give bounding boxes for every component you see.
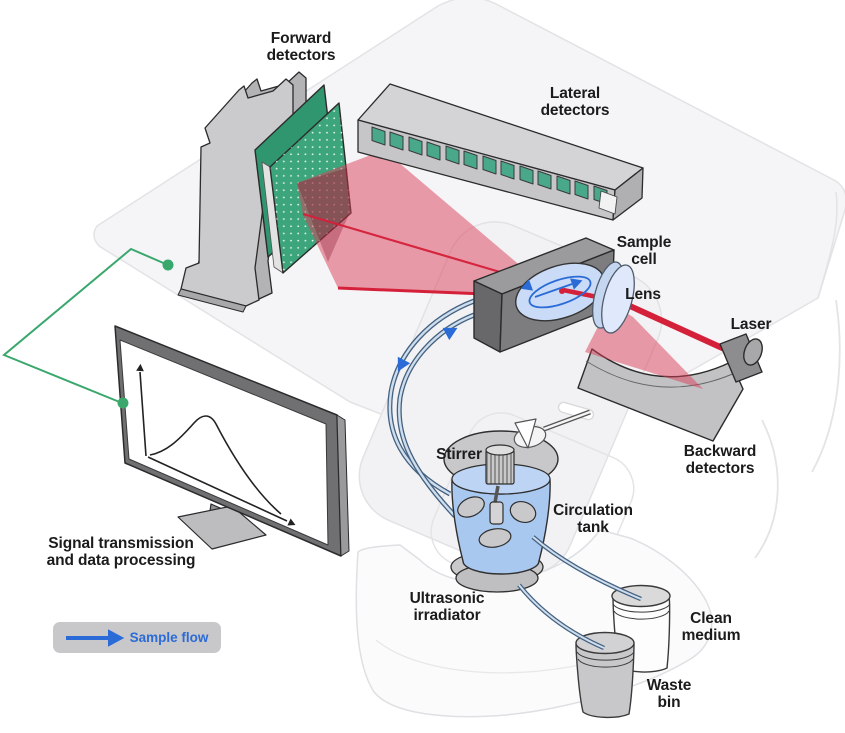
waste-bin-canister xyxy=(575,631,635,719)
laser-body xyxy=(719,333,763,383)
label-forward-detectors: Forward detectors xyxy=(266,30,336,65)
legend-label-sample-flow: Sample flow xyxy=(129,630,209,645)
lateral-detectors-assembly xyxy=(357,83,644,221)
circulation-tank-assembly xyxy=(443,409,591,593)
spoon-handle-highlight xyxy=(543,410,591,431)
wedge-saddle-edge xyxy=(585,360,738,388)
propeller-blade-bottom xyxy=(478,528,512,548)
label-laser: Laser xyxy=(730,316,772,333)
signal-cable-node-detector xyxy=(162,259,174,271)
stirrer-knob-top xyxy=(485,444,515,456)
label-backward-detectors: Backward detectors xyxy=(683,443,757,478)
scattered-beam-fan xyxy=(297,150,557,299)
waste-bin-lid xyxy=(575,631,635,655)
legend-sample-flow xyxy=(53,622,221,653)
tray-fold-line xyxy=(375,639,601,674)
monitor-screen xyxy=(119,339,329,546)
waste-bin-rim-1 xyxy=(576,651,635,661)
beam-fan-lateral xyxy=(297,150,556,296)
laser-assembly xyxy=(719,333,763,383)
beam-axis-line xyxy=(302,212,501,274)
clean-medium-rim-1 xyxy=(612,603,671,613)
beam-fan-board-overlap xyxy=(297,168,350,262)
sample-powder-cone xyxy=(514,418,537,449)
stand-front-face xyxy=(180,78,294,307)
waste-bin-body xyxy=(575,643,635,719)
graph-curve xyxy=(149,415,282,515)
monitor-stand-base xyxy=(177,505,267,550)
tube-to-waste-bin-inner xyxy=(518,584,605,649)
graph-y-axis xyxy=(139,371,147,457)
clean-medium-rim-2 xyxy=(613,610,670,620)
legend-box xyxy=(53,622,221,653)
label-clean-medium: Clean medium xyxy=(681,610,741,645)
label-lens: Lens xyxy=(625,286,661,303)
monitor-side-thickness xyxy=(336,414,350,557)
label-signal-processing: Signal transmission and data processing xyxy=(46,535,196,570)
lateral-bar-end-slot xyxy=(598,190,618,215)
laser-end-cap xyxy=(743,338,763,366)
label-ultrasonic-irradiator: Ultrasonic irradiator xyxy=(409,590,485,625)
signal-cable-line xyxy=(2,247,169,404)
beam-focus-point xyxy=(559,288,565,294)
cell-flow-loop xyxy=(528,275,592,309)
propeller-blade-right xyxy=(509,501,537,523)
label-stirrer: Stirrer xyxy=(436,446,482,463)
sample-cell-assembly xyxy=(473,237,635,353)
screen-distribution-graph xyxy=(136,363,298,529)
signal-cable xyxy=(2,247,174,409)
propeller-blade-left xyxy=(457,496,485,518)
clean-medium-canister xyxy=(611,584,671,673)
plate-fold-line xyxy=(817,191,838,299)
tube-to-clean-medium-inner xyxy=(532,536,642,600)
tube-return-inner xyxy=(398,313,475,517)
monitor-assembly xyxy=(114,325,350,557)
propeller-hub xyxy=(489,501,504,525)
sample-flow-tubes xyxy=(387,298,475,518)
label-lateral-detectors: Lateral detectors xyxy=(540,85,610,120)
label-waste-bin: Waste bin xyxy=(646,677,692,712)
lens-front xyxy=(601,264,635,334)
housing-curve-right-1 xyxy=(754,419,779,559)
housing-curve-right-2 xyxy=(811,299,841,473)
label-sample-cell: Sample cell xyxy=(616,234,672,269)
drain-and-supply-tubes xyxy=(517,535,642,651)
label-circulation-tank: Circulation tank xyxy=(553,502,633,537)
signal-cable-node-monitor xyxy=(117,397,129,409)
cell-flow-center-line xyxy=(534,283,573,298)
stand-foot-side xyxy=(177,288,247,313)
graph-x-axis xyxy=(147,456,288,522)
waste-bin-rim-2 xyxy=(577,658,634,668)
